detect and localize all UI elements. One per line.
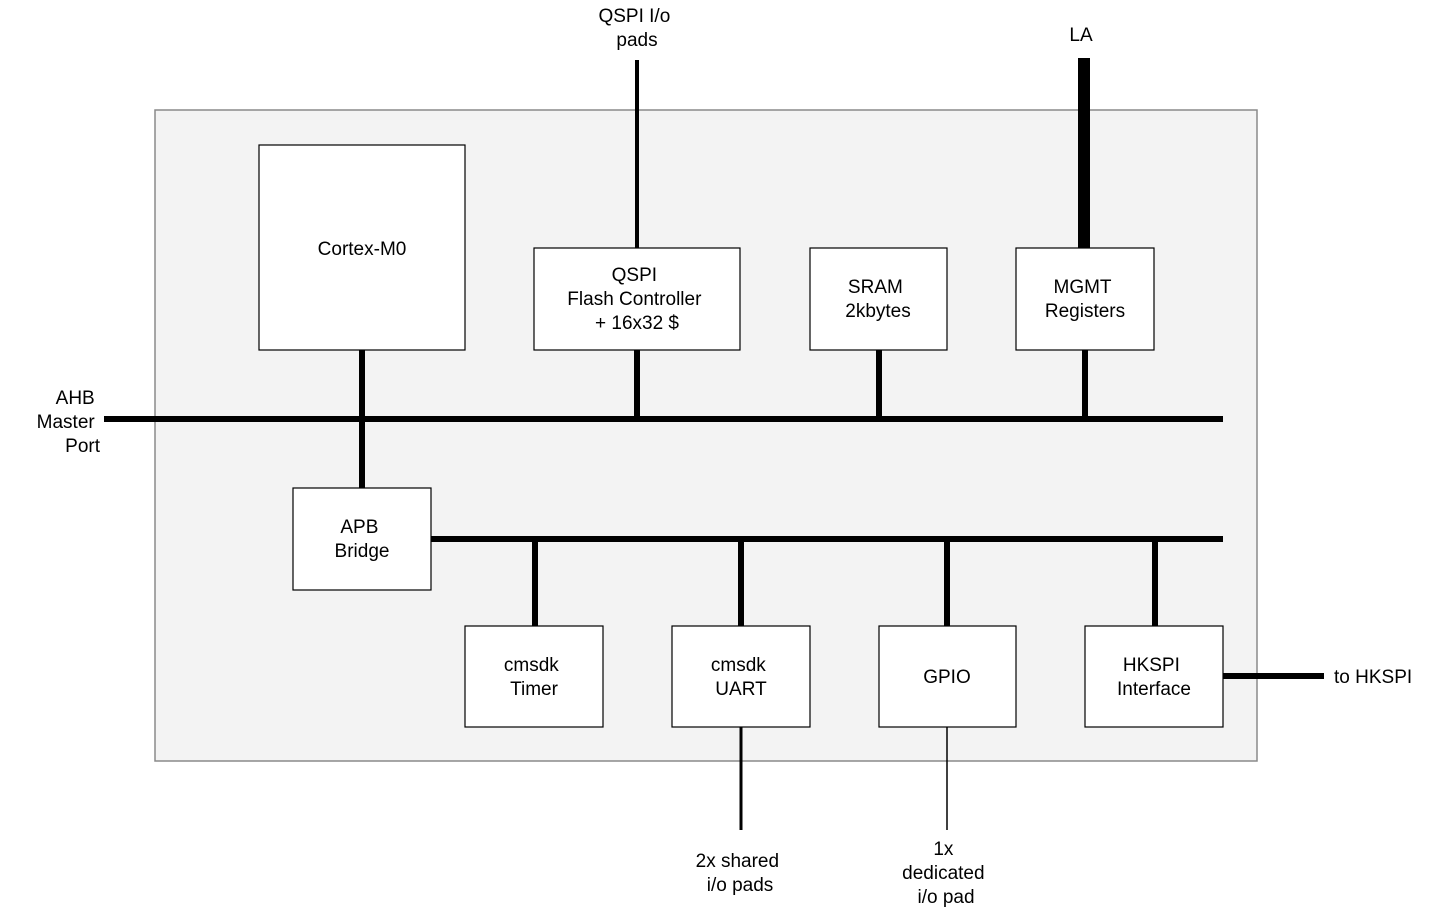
qspi-label-line-1: QSPI	[612, 265, 657, 286]
timer-label-line-2: Timer	[510, 679, 559, 700]
mgmt-label-line-1: MGMT	[1054, 277, 1112, 298]
uart-label-line-1: cmsdk	[711, 655, 766, 676]
sram-label-line-2: 2kbytes	[845, 301, 910, 322]
timer-label-line-1: cmsdk	[504, 655, 559, 676]
gpio-label: GPIO	[923, 667, 971, 688]
cmsdk-uart-block	[671, 625, 811, 728]
apb-label-line-1: APB	[340, 517, 378, 538]
gpio-block	[878, 625, 1017, 728]
cmsdk-timer-block	[464, 625, 604, 728]
mgmt-registers-block	[1015, 247, 1155, 351]
sram-label-line-1: SRAM	[848, 277, 903, 298]
hkspi-label-line-1: HKSPI	[1123, 655, 1180, 676]
to-hkspi-label-line: to HKSPI	[1334, 667, 1412, 688]
cortex-m0-block	[258, 144, 466, 351]
uart-label-line-2: UART	[715, 679, 767, 700]
qspi-flash-controller-label: QSPI Flash Controller + 16x32 $	[567, 265, 706, 334]
ahb-master-port-label: AHB Master Port	[37, 388, 101, 457]
gpio-pad-label: 1x dedicated i/o pad	[902, 839, 990, 908]
hkspi-label-line-2: Interface	[1117, 679, 1191, 700]
gpio-pad-label-line-3: i/o pad	[917, 887, 974, 908]
sram-label: SRAM 2kbytes	[845, 277, 910, 322]
la-label: LA	[1069, 25, 1093, 46]
gpio-pad-label-line-2: dedicated	[902, 863, 984, 884]
gpio-label-line: GPIO	[923, 667, 971, 688]
ahb-label-line-1: AHB	[56, 388, 95, 409]
qspi-label-line-3: + 16x32 $	[595, 313, 679, 334]
qspi-flash-controller-block	[533, 247, 741, 351]
cortex-m0-label: Cortex-M0	[318, 239, 407, 260]
hkspi-interface-block	[1084, 625, 1224, 728]
mgmt-registers-label: MGMT Registers	[1045, 277, 1125, 322]
uart-pads-label-line-1: 2x shared	[696, 851, 779, 872]
qspi-pads-label-line-1: QSPI I/o	[598, 6, 670, 27]
sram-block	[809, 247, 948, 351]
to-hkspi-label: to HKSPI	[1334, 667, 1412, 688]
cmsdk-timer-label: cmsdk Timer	[504, 655, 564, 700]
la-label-line: LA	[1069, 25, 1093, 46]
qspi-pads-label: QSPI I/o pads	[598, 6, 675, 51]
mgmt-label-line-2: Registers	[1045, 301, 1125, 322]
ahb-label-line-2: Master	[37, 412, 96, 433]
ahb-label-line-3: Port	[65, 436, 101, 457]
apb-bridge-label: APB Bridge	[335, 517, 390, 562]
cmsdk-uart-label: cmsdk UART	[711, 655, 771, 700]
uart-pads-label: 2x shared i/o pads	[696, 851, 785, 896]
qspi-label-line-2: Flash Controller	[567, 289, 702, 310]
qspi-pads-label-line-2: pads	[616, 30, 657, 51]
cortex-m0-label-line: Cortex-M0	[318, 239, 407, 260]
uart-pads-label-line-2: i/o pads	[707, 875, 774, 896]
gpio-pad-label-line-1: 1x	[933, 839, 954, 860]
apb-label-line-2: Bridge	[335, 541, 390, 562]
hkspi-interface-label: HKSPI Interface	[1117, 655, 1191, 700]
apb-bridge-block	[292, 487, 432, 591]
